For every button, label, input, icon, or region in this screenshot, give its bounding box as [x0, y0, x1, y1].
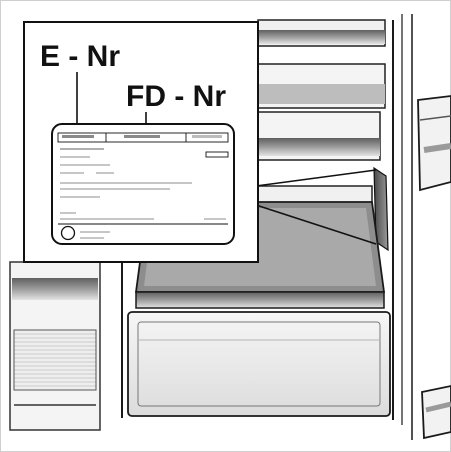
callout-box: E - Nr FD - Nr: [23, 21, 259, 263]
fridge-interior: [9, 14, 451, 440]
fd-nr-label: FD - Nr: [126, 80, 226, 113]
door-shelf-upper: [417, 95, 451, 192]
upper-shelf-1: [257, 19, 386, 47]
vegetable-drawer: [127, 311, 391, 417]
rating-plate: [51, 123, 235, 245]
door-shelf-lower: [421, 385, 451, 440]
left-shelf-strip: [12, 278, 98, 300]
upper-shelf-3: [257, 111, 381, 161]
rating-plate-location: [373, 166, 389, 252]
e-nr-label: E - Nr: [40, 40, 120, 73]
callout-leader-lines: [255, 169, 377, 245]
upper-shelf-2: [257, 63, 386, 109]
plate-certification-mark: [60, 225, 76, 241]
left-lower-bin: [13, 329, 97, 391]
